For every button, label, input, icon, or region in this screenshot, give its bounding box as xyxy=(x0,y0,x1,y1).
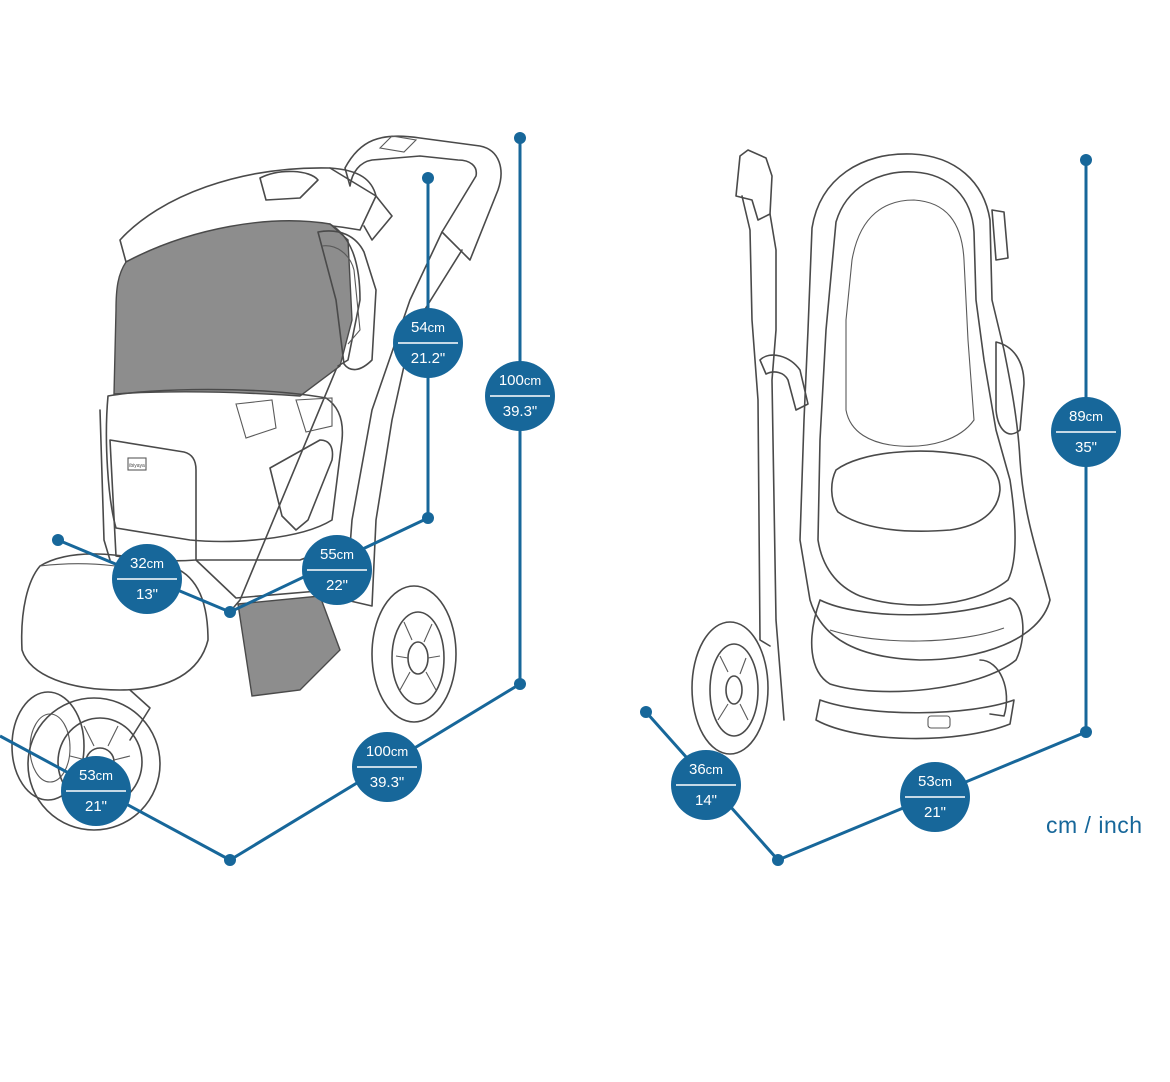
total-length-cm-unit: cm xyxy=(391,744,408,759)
badge-total-length: 100cm 39.3" xyxy=(352,732,422,802)
folded-height-cm-unit: cm xyxy=(1086,409,1103,424)
cabin-depth-cm-unit: cm xyxy=(337,547,354,562)
unfolded-stroller-illustration: ibiyaya xyxy=(11,135,502,831)
total-width-cm-unit: cm xyxy=(96,768,113,783)
total-length-cm: 100 xyxy=(366,743,391,760)
cabin-width-cm-unit: cm xyxy=(147,556,164,571)
handle-height-cm-unit: cm xyxy=(428,320,445,335)
badge-handle-height: 54cm 21.2" xyxy=(393,308,463,378)
units-caption: cm / inch xyxy=(1046,812,1143,838)
badge-cabin-depth: 55cm 22" xyxy=(302,535,372,605)
total-width-inch: 21" xyxy=(85,798,107,815)
cabin-depth-inch: 22" xyxy=(326,577,348,594)
svg-text:100cm: 100cm xyxy=(499,372,541,389)
folded-height-cm: 89 xyxy=(1069,408,1086,425)
folded-height-inch: 35" xyxy=(1075,439,1097,456)
total-height-cm-unit: cm xyxy=(524,373,541,388)
svg-text:32cm: 32cm xyxy=(130,555,164,572)
brand-tag xyxy=(127,457,147,471)
svg-text:89cm: 89cm xyxy=(1069,408,1103,425)
svg-text:100cm: 100cm xyxy=(366,743,408,760)
badge-folded-height: 89cm 35" xyxy=(1051,397,1121,467)
svg-text:53cm: 53cm xyxy=(79,767,113,784)
brand-tag-label: ibiyaya xyxy=(129,463,145,469)
svg-text:54cm: 54cm xyxy=(411,319,445,336)
folded-depth-cm: 36 xyxy=(689,761,706,778)
svg-text:55cm: 55cm xyxy=(320,546,354,563)
cabin-width-inch: 13" xyxy=(136,586,158,603)
total-length-inch: 39.3" xyxy=(370,774,405,791)
cabin-width-cm: 32 xyxy=(130,555,147,572)
badge-folded-width: 53cm 21" xyxy=(900,762,970,832)
badge-cabin-width: 32cm 13" xyxy=(112,544,182,614)
folded-width-cm: 53 xyxy=(918,773,935,790)
badge-total-height: 100cm 39.3" xyxy=(485,361,555,431)
total-height-inch: 39.3" xyxy=(503,403,538,420)
badge-total-width: 53cm 21" xyxy=(61,756,131,826)
folded-depth-cm-unit: cm xyxy=(706,762,723,777)
svg-text:53cm: 53cm xyxy=(918,773,952,790)
total-height-cm: 100 xyxy=(499,372,524,389)
handle-height-inch: 21.2" xyxy=(411,350,446,367)
folded-width-cm-unit: cm xyxy=(935,774,952,789)
folded-stroller-illustration xyxy=(691,149,1051,755)
handle-height-cm: 54 xyxy=(411,319,428,336)
folded-width-inch: 21" xyxy=(924,804,946,821)
badge-folded-depth: 36cm 14" xyxy=(671,750,741,820)
folded-depth-inch: 14" xyxy=(695,792,717,809)
total-width-cm: 53 xyxy=(79,767,96,784)
svg-text:36cm: 36cm xyxy=(689,761,723,778)
cabin-depth-cm: 55 xyxy=(320,546,337,563)
